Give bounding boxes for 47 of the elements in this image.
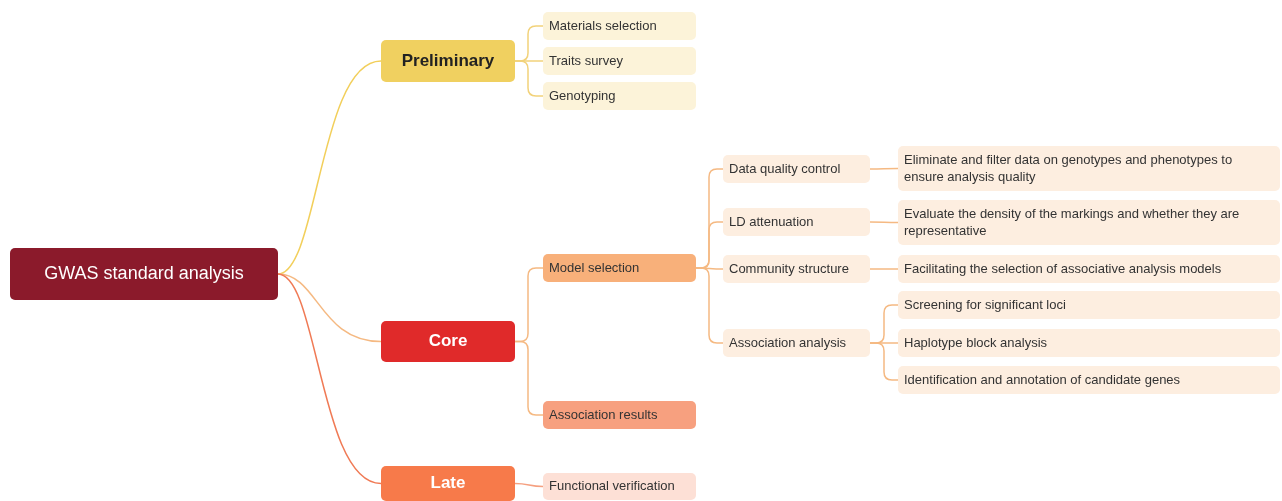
subtopic-box <box>898 291 1280 319</box>
topic-text: Evaluate the density of the markings and whether they are representative <box>904 205 1241 240</box>
topic-text: Facilitating the selection of associative analysis models <box>904 260 1222 278</box>
subtopic-box <box>543 47 696 75</box>
topic-text: LD attenuation <box>729 213 814 231</box>
topic-text: Haplotype block analysis <box>904 334 1048 352</box>
topic-text: Data quality control <box>729 160 841 178</box>
subtopic-box <box>543 401 696 429</box>
topic-text: Late <box>430 472 466 495</box>
connector-line <box>869 342 899 381</box>
topic-text: Eliminate and filter data on genotypes and phenotypes to ensure analysis quality <box>904 151 1234 186</box>
topic-text: Screening for significant loci <box>904 296 1066 314</box>
branch-topic-box <box>381 40 515 82</box>
subtopic-box <box>898 146 1280 191</box>
subtopic-box <box>723 155 870 183</box>
subtopic-box <box>543 82 696 110</box>
subtopic-box <box>543 473 696 500</box>
connector-line <box>277 273 382 343</box>
topic-text: Genotyping <box>549 87 616 105</box>
subtopic-box <box>723 208 870 236</box>
subtopic-box <box>898 366 1280 394</box>
connector-line <box>869 221 899 224</box>
root-topic-box <box>10 248 278 300</box>
subtopic-box <box>898 200 1280 245</box>
subtopic-box <box>543 12 696 40</box>
topic-text: Materials selection <box>549 17 657 35</box>
subtopic-box <box>723 329 870 357</box>
topic-text: Community structure <box>729 260 849 278</box>
branch-topic-box <box>381 466 515 501</box>
connector-line <box>869 268 899 270</box>
topic-text: GWAS standard analysis <box>44 262 244 286</box>
topic-text: Association analysis <box>729 334 847 352</box>
topic-text: Preliminary <box>401 49 495 72</box>
subtopic-box <box>898 329 1280 357</box>
connector-line <box>514 482 544 488</box>
subtopic-box <box>723 255 870 283</box>
topic-text: Traits survey <box>549 52 623 70</box>
topic-text: Functional verification <box>549 478 675 495</box>
subtopic-box <box>543 254 696 282</box>
subtopic-box <box>898 255 1280 283</box>
topic-text: Identification and annotation of candidate genes <box>904 371 1181 389</box>
topic-text: Core <box>428 330 468 353</box>
connector-line <box>277 273 382 485</box>
connector-line <box>869 167 899 170</box>
topic-text: Association results <box>549 406 658 424</box>
branch-topic-box <box>381 321 515 362</box>
topic-text: Model selection <box>549 259 640 277</box>
